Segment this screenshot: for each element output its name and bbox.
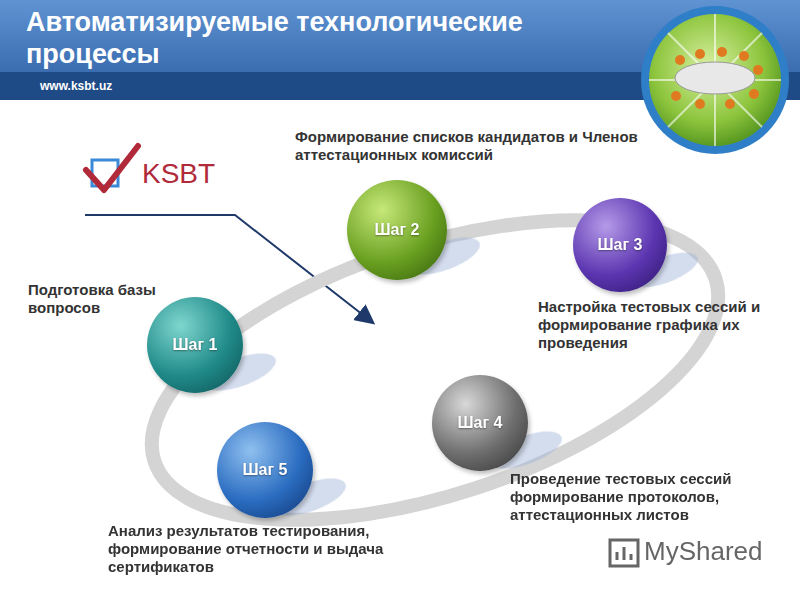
step-sphere: Шаг 4 (432, 375, 528, 471)
step-label: Шаг 4 (458, 414, 503, 432)
watermark-icon (610, 540, 638, 566)
step-description: Анализ результатов тестирования, формиро… (108, 522, 438, 576)
step-label: Шаг 3 (598, 236, 643, 254)
step-label: Шаг 1 (173, 336, 218, 354)
step-sphere: Шаг 3 (573, 198, 667, 292)
step-label: Шаг 5 (243, 461, 288, 479)
step-sphere: Шаг 1 (147, 297, 243, 393)
meeting-globe-icon (641, 6, 789, 154)
pointer-line (85, 215, 372, 322)
step-description: Проведение тестовых сессий формирование … (510, 470, 795, 524)
step-description: Настройка тестовых сессий и формирование… (538, 298, 778, 352)
step-sphere: Шаг 2 (347, 180, 447, 280)
website-url: www.ksbt.uz (40, 78, 240, 94)
step-description: Формирование списков кандидатов и Членов… (295, 128, 655, 164)
logo-checkmark (86, 146, 138, 190)
title: Автоматизируемые технологические процесс… (26, 6, 546, 70)
watermark: MyShared (644, 536, 794, 566)
step-label: Шаг 2 (375, 221, 420, 239)
logo-text: KSBT (142, 158, 262, 190)
step-sphere: Шаг 5 (217, 422, 313, 518)
